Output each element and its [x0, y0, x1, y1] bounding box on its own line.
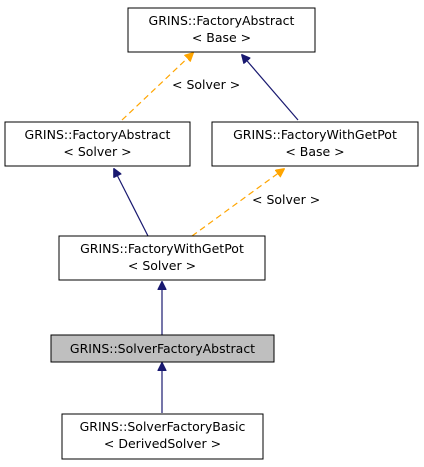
node-box: [4, 121, 191, 167]
edge-abstract-solver-to-abstract-base: [121, 53, 193, 121]
node-solver-factory-basic[interactable]: GRINS::SolverFactoryBasic < DerivedSolve…: [61, 413, 264, 460]
node-solver-factory-abstract[interactable]: GRINS::SolverFactoryAbstract: [50, 334, 275, 363]
node-template-arg: < Solver >: [128, 258, 196, 273]
node-box: [58, 235, 266, 281]
node-box-highlighted: [50, 334, 275, 363]
node-template-arg: < Base >: [285, 144, 344, 159]
edge-label-getpot-solver: < Solver >: [252, 192, 320, 207]
node-title: GRINS::SolverFactoryAbstract: [70, 341, 255, 356]
node-factory-abstract-base[interactable]: GRINS::FactoryAbstract < Base >: [127, 7, 316, 53]
node-factory-abstract-solver[interactable]: GRINS::FactoryAbstract < Solver >: [4, 121, 191, 167]
node-title: GRINS::FactoryWithGetPot: [233, 127, 397, 142]
node-template-arg: < Base >: [192, 30, 251, 45]
edge-label-abstract-solver: < Solver >: [172, 77, 240, 92]
node-title: GRINS::SolverFactoryBasic: [80, 419, 246, 434]
node-factory-with-getpot-base[interactable]: GRINS::FactoryWithGetPot < Base >: [211, 121, 419, 167]
node-template-arg: < Solver >: [63, 144, 131, 159]
node-box: [211, 121, 419, 167]
node-title: GRINS::FactoryAbstract: [25, 127, 171, 142]
node-template-arg: < DerivedSolver >: [104, 436, 221, 451]
node-box: [127, 7, 316, 53]
node-title: GRINS::FactoryAbstract: [149, 13, 295, 28]
node-box: [61, 413, 264, 460]
edge-getpot-solver-to-getpot-base: [191, 169, 284, 237]
node-title: GRINS::FactoryWithGetPot: [80, 241, 244, 256]
edge-getpot-base-to-abstract-base: [242, 55, 299, 121]
node-factory-with-getpot-solver[interactable]: GRINS::FactoryWithGetPot < Solver >: [58, 235, 266, 281]
edge-getpot-solver-to-abstract-solver: [114, 169, 149, 237]
